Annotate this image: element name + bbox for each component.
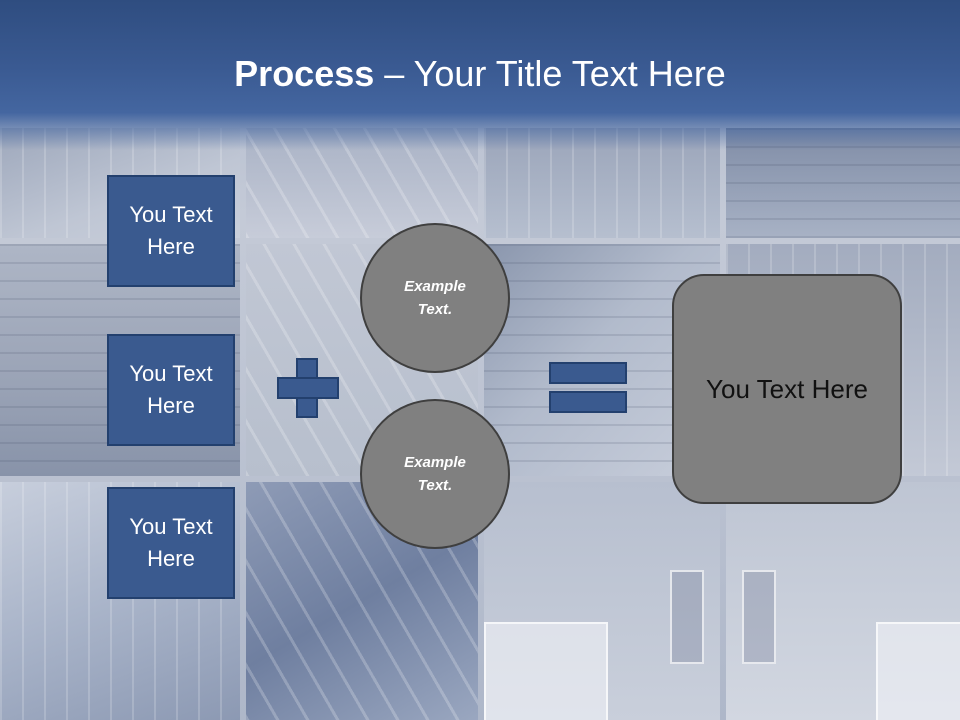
slide-title[interactable]: Process – Your Title Text Here: [0, 52, 960, 96]
example-circle-2[interactable]: Example Text.: [360, 399, 510, 549]
bg-tile: [484, 482, 720, 720]
result-box[interactable]: You Text Here: [672, 274, 902, 504]
left-box-2[interactable]: You Text Here: [107, 334, 235, 446]
circle-label: Example Text.: [404, 454, 466, 494]
plus-icon-center: [298, 379, 316, 397]
title-bar: [0, 0, 960, 150]
title-bold: Process: [234, 53, 375, 94]
result-label: You Text Here: [706, 373, 868, 404]
left-box-1[interactable]: You Text Here: [107, 175, 235, 287]
circle-label: Example Text.: [404, 278, 466, 318]
equals-icon-top-bar: [549, 362, 627, 384]
example-circle-1[interactable]: Example Text.: [360, 223, 510, 373]
left-box-label: You Text Here: [129, 514, 213, 571]
equals-icon-bottom-bar: [549, 391, 627, 413]
left-box-label: You Text Here: [129, 202, 213, 259]
left-box-label: You Text Here: [129, 361, 213, 418]
left-box-3[interactable]: You Text Here: [107, 487, 235, 599]
title-rest: – Your Title Text Here: [374, 53, 726, 94]
bg-tile: [726, 482, 960, 720]
